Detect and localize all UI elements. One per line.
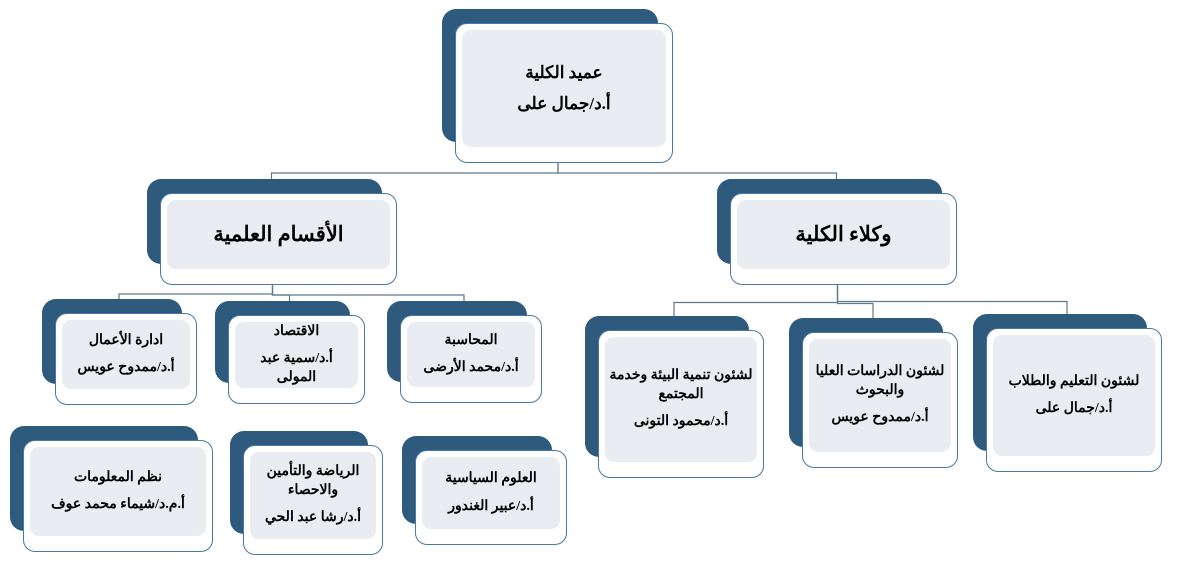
node-title: العلوم السياسية [445, 471, 537, 487]
node-dean: عميد الكلية أ.د/جمال على [442, 9, 673, 163]
node-accounting: المحاسبة أ.د/محمد الأرضى [387, 301, 542, 403]
node-panel: العلوم السياسية أ.د/عبير الغندور [422, 457, 560, 529]
node-person: أ.م.د/شيماء محمد عوف [51, 497, 185, 512]
node-title: ادارة الأعمال [88, 332, 164, 348]
node-title: لشئون التعليم والطلاب [1008, 373, 1140, 389]
node-panel: نظم المعلومات أ.م.د/شيماء محمد عوف [30, 447, 206, 536]
node-information-systems: نظم المعلومات أ.م.د/شيماء محمد عوف [10, 426, 213, 552]
node-panel: الأقسام العلمية [167, 200, 390, 269]
node-title: الأقسام العلمية [213, 221, 344, 246]
node-person: أ.د/رشا عبد الحي [264, 510, 362, 526]
node-person: أ.د/عبير الغندور [448, 498, 534, 514]
node-title: نظم المعلومات [73, 469, 162, 485]
node-title: لشئون تنمية البيئة وخدمة المجتمع [609, 368, 753, 402]
node-education-students-affairs: لشئون التعليم والطلاب أ.د/جمال على [973, 314, 1162, 472]
node-person: أ.د/محمد الأرضى [423, 360, 519, 375]
node-environment-community-affairs: لشئون تنمية البيئة وخدمة المجتمع أ.د/محم… [585, 316, 764, 478]
node-title: الاقتصاد [273, 323, 320, 339]
node-panel: لشئون تنمية البيئة وخدمة المجتمع أ.د/محم… [605, 337, 757, 462]
node-political-science: العلوم السياسية أ.د/عبير الغندور [402, 436, 567, 545]
node-panel: لشئون الدراسات العليا والبحوث أ.د/ممدوح … [809, 339, 951, 452]
node-scientific-departments: الأقسام العلمية [147, 179, 397, 285]
node-title: وكلاء الكلية [795, 221, 892, 246]
node-college-vice-deans: وكلاء الكلية [717, 179, 957, 285]
node-title: عميد الكلية [525, 62, 603, 82]
node-economics: الاقتصاد أ.د/سمية عبد المولى [215, 301, 365, 404]
node-graduate-studies-research-affairs: لشئون الدراسات العليا والبحوث أ.د/ممدوح … [789, 318, 958, 468]
node-panel: عميد الكلية أ.د/جمال على [462, 30, 666, 147]
node-person: أ.د/ممدوح عويس [831, 410, 929, 426]
node-panel: الرياضة والتأمين والاحصاء أ.د/رشا عبد ال… [250, 452, 376, 539]
node-panel: لشئون التعليم والطلاب أ.د/جمال على [993, 335, 1155, 456]
node-person: أ.د/سمية عبد المولى [260, 351, 333, 385]
node-title: الرياضة والتأمين والاحصاء [266, 464, 360, 498]
node-person: أ.د/جمال على [517, 94, 611, 113]
node-person: أ.د/محمود التونى [633, 414, 729, 430]
node-business-administration: ادارة الأعمال أ.د/ممدوح عويس [42, 299, 197, 405]
node-panel: المحاسبة أ.د/محمد الأرضى [407, 322, 535, 387]
node-panel: الاقتصاد أ.د/سمية عبد المولى [235, 322, 358, 388]
node-panel: ادارة الأعمال أ.د/ممدوح عويس [62, 320, 190, 389]
node-title: المحاسبة [444, 332, 498, 348]
node-person: أ.د/ممدوح عويس [77, 360, 175, 375]
node-panel: وكلاء الكلية [737, 200, 950, 269]
node-person: أ.د/جمال على [1035, 401, 1113, 416]
node-title: لشئون الدراسات العليا والبحوث [815, 364, 945, 398]
node-math-insurance-statistics: الرياضة والتأمين والاحصاء أ.د/رشا عبد ال… [230, 431, 383, 555]
